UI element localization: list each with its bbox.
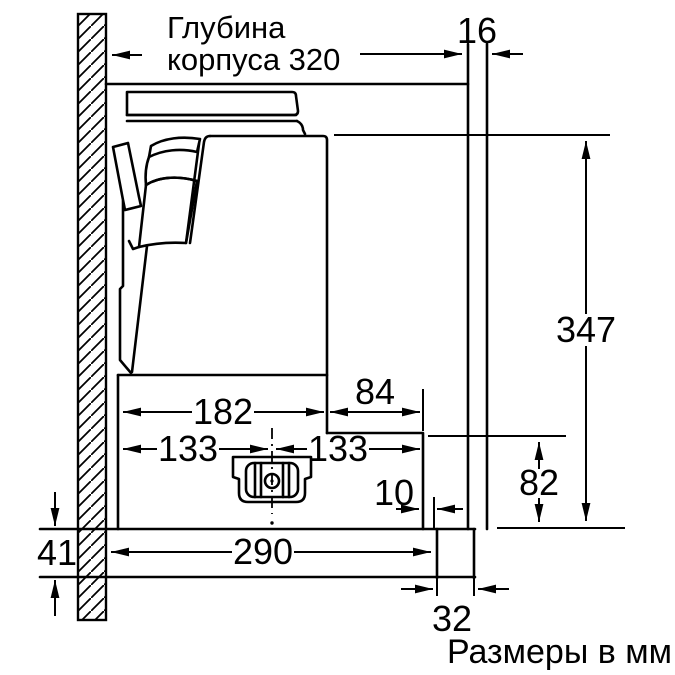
dim-depth-320: Глубина корпуса 320: [112, 10, 462, 77]
panel-thickness-label: 16: [457, 10, 497, 51]
large-flap: [137, 176, 199, 249]
dim-height-347: 347: [556, 141, 616, 521]
dim-center-133-right: 133: [276, 428, 420, 469]
dim-step-84: 84: [330, 371, 420, 417]
lower-height-label: 82: [519, 462, 559, 503]
gap-front-label: 10: [374, 472, 414, 513]
extension-lines: [334, 134, 625, 529]
middle-vane-curve: [144, 176, 199, 187]
flap-lip-tip: [127, 239, 141, 251]
visor-lower-edges: [118, 199, 149, 375]
depth-caption-line1: Глубина: [167, 10, 286, 45]
front-step-label: 84: [355, 371, 395, 412]
height-total-label: 347: [556, 309, 616, 350]
vent-flaps: [127, 136, 202, 251]
center-offset-left-label: 133: [158, 428, 218, 469]
bottom-clearance-label: 41: [37, 532, 77, 573]
center-offset-right-label: 133: [308, 428, 368, 469]
connector-ribs: [253, 461, 291, 499]
dim-panel-16: 16: [457, 10, 523, 59]
depth-caption-line2: корпуса 320: [167, 42, 340, 77]
mounting-bracket: [111, 141, 143, 212]
center-line-dot: [270, 521, 274, 525]
units-caption: Размеры в мм: [447, 633, 672, 671]
dim-hood-182: 182: [123, 391, 324, 432]
dim-lower-290: 290: [111, 531, 431, 572]
dim-gap-10: 10: [374, 472, 463, 514]
vane-left-edge: [144, 155, 151, 187]
dim-center-133-left: 133: [123, 428, 268, 469]
dim-lower-82: 82: [519, 442, 559, 522]
front-panel-strip: [466, 42, 489, 531]
hood-front-top-and-right-edge: [208, 134, 329, 435]
dim-clearance-41: 41: [37, 492, 77, 616]
duct-spigot: [435, 527, 476, 596]
hood-visor-outer-slant: [188, 134, 212, 245]
pullout-hood-body: [188, 134, 329, 435]
wall-section: [76, 12, 108, 622]
wall-hatch: [76, 12, 108, 622]
hood-depth-label: 182: [193, 391, 253, 432]
lower-depth-label: 290: [233, 531, 293, 572]
power-connector: [231, 428, 313, 525]
telescopic-rail: [125, 90, 307, 136]
spigot-depth-label: 32: [432, 598, 472, 639]
lower-housing: [38, 373, 477, 579]
hood-visor-inner-slant: [184, 142, 201, 245]
upper-vane: [147, 136, 202, 159]
dim-spigot-32: 32: [401, 584, 509, 639]
